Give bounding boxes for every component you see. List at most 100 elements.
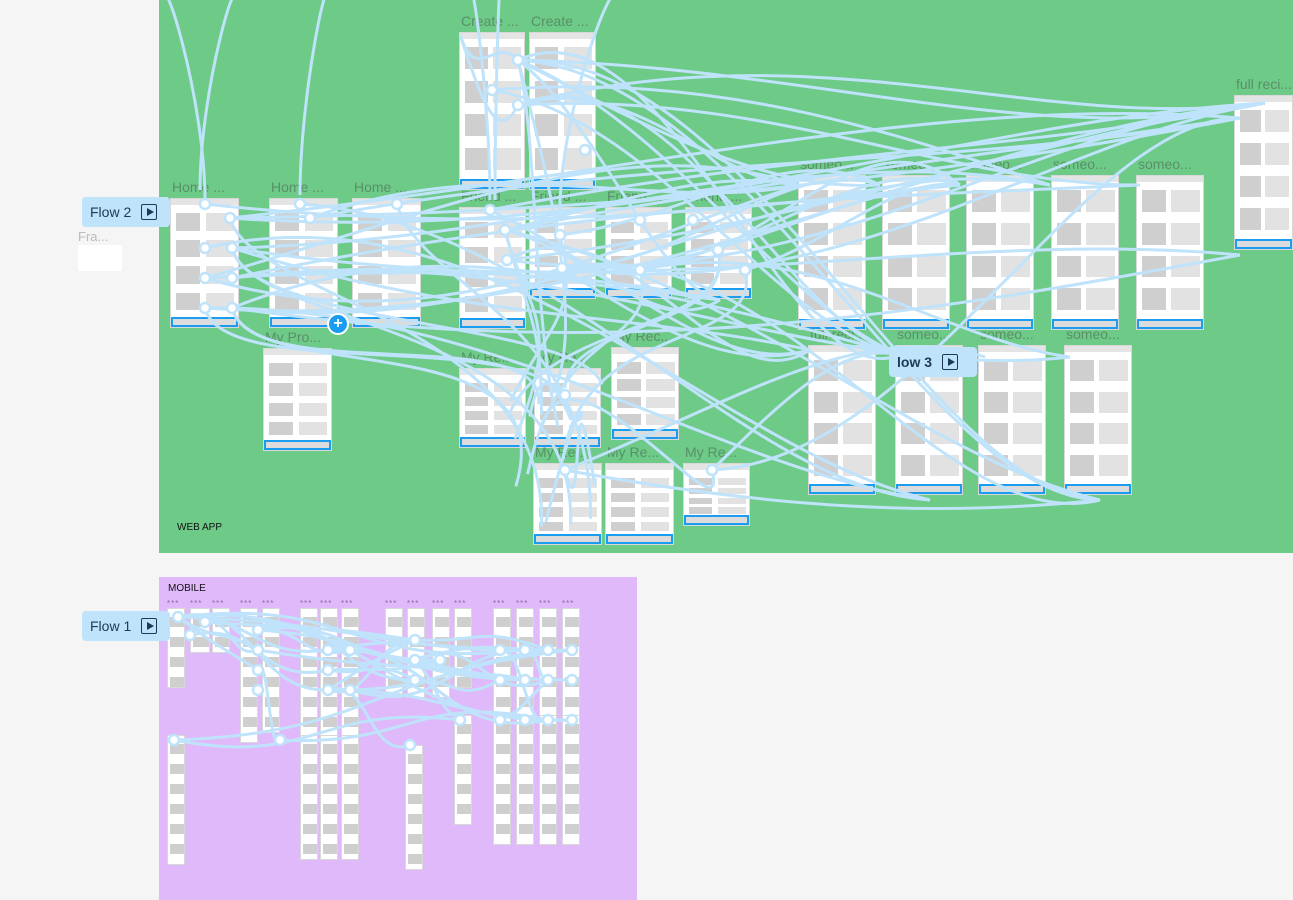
frame-title: Friend ... (687, 188, 743, 204)
frame-title: *** (539, 599, 552, 608)
frame-full-recipe[interactable] (808, 345, 876, 495)
frame-title: Friend ... (531, 188, 587, 204)
mobile-frame[interactable] (167, 735, 185, 865)
mobile-frame[interactable] (240, 608, 258, 743)
frame-my-recipes[interactable] (683, 463, 750, 526)
frame-my-recipes[interactable] (533, 463, 602, 545)
frame-home[interactable] (170, 198, 239, 328)
flow-label: Flow 2 (90, 204, 132, 220)
frame-title: *** (262, 599, 275, 608)
flow-3-badge[interactable]: low 3 (889, 347, 977, 377)
frame-someone[interactable] (798, 175, 866, 330)
frame-my-rec[interactable] (611, 347, 679, 440)
frame-create[interactable] (459, 32, 525, 190)
frame-title: *** (385, 599, 398, 608)
play-flow-icon[interactable] (141, 618, 158, 634)
frame-someone[interactable] (1051, 175, 1119, 330)
frame-title: *** (407, 599, 420, 608)
frame-title: someo... (1053, 156, 1107, 172)
frame-title: My Rec... (613, 328, 673, 344)
mobile-frame[interactable] (454, 608, 472, 688)
mobile-frame[interactable] (562, 715, 580, 845)
mobile-frame[interactable] (539, 715, 557, 845)
frame-title: Friend ... (607, 188, 663, 204)
frame-someone[interactable] (966, 175, 1034, 330)
section-label-mobile: MOBILE (168, 583, 206, 594)
mobile-frame[interactable] (405, 745, 423, 870)
frame-title: *** (432, 599, 445, 608)
frame-title: *** (190, 599, 203, 608)
frame-home[interactable] (352, 198, 421, 328)
mobile-frame[interactable] (407, 608, 425, 698)
frame-friend[interactable] (685, 207, 752, 299)
mobile-frame[interactable] (341, 735, 359, 860)
frame-title: Friend ... (461, 188, 517, 204)
flow-label: Flow 1 (90, 618, 132, 634)
frame-title: full reci... (810, 326, 867, 342)
frame-title: someo... (1138, 156, 1192, 172)
frame-friend[interactable] (605, 207, 672, 299)
mobile-frame[interactable] (341, 608, 359, 738)
frame-title: someo... (968, 156, 1022, 172)
add-connection-button[interactable]: + (327, 313, 349, 335)
flow-1-badge[interactable]: Flow 1 (82, 611, 170, 641)
mobile-frame[interactable] (300, 735, 318, 860)
frame-title: *** (212, 599, 225, 608)
frame-title: *** (562, 599, 575, 608)
frame-my-recipes[interactable] (605, 463, 674, 545)
frame-full-recipe[interactable] (1234, 95, 1293, 250)
flow-label: low 3 (897, 354, 933, 370)
frame-title: someo... (800, 156, 854, 172)
frame-title: My Re... (536, 349, 589, 365)
frame-title: My Re... (535, 444, 588, 460)
play-flow-icon[interactable] (942, 354, 959, 370)
frame-title: *** (493, 599, 506, 608)
frame-home[interactable] (269, 198, 338, 328)
frame-title: *** (454, 599, 467, 608)
frame-title: someo... (884, 156, 938, 172)
frame-friend[interactable] (529, 207, 596, 299)
frame-someone[interactable] (1064, 345, 1132, 495)
frame-title: Home ... (354, 179, 407, 195)
frame-create[interactable] (529, 32, 596, 190)
mobile-frame[interactable] (262, 608, 280, 733)
frame-title: *** (300, 599, 313, 608)
frame-title: Home ... (271, 179, 324, 195)
mobile-frame[interactable] (516, 715, 534, 845)
flow-2-badge[interactable]: Flow 2 (82, 197, 170, 227)
frame-someone[interactable] (882, 175, 950, 330)
frame-title: *** (516, 599, 529, 608)
frame-fra[interactable] (78, 245, 122, 271)
mobile-frame[interactable] (493, 715, 511, 845)
mobile-frame[interactable] (212, 608, 230, 653)
frame-title: someo... (1066, 326, 1120, 342)
frame-title: *** (341, 599, 354, 608)
play-flow-icon[interactable] (141, 204, 158, 220)
frame-someone[interactable] (1136, 175, 1204, 330)
frame-title: My Re... (607, 444, 660, 460)
frame-title: Create ... (461, 13, 519, 29)
frame-my-profile[interactable] (263, 348, 332, 451)
frame-title: *** (167, 599, 180, 608)
frame-title: someo... (897, 326, 951, 342)
frame-title: My Re... (461, 349, 514, 365)
frame-title: Create ... (531, 13, 589, 29)
mobile-frame[interactable] (190, 608, 210, 653)
mobile-frame[interactable] (320, 608, 338, 738)
mobile-frame[interactable] (454, 715, 472, 825)
frame-title: My Pro... (265, 329, 322, 345)
frame-title: full reci... (1236, 76, 1293, 92)
frame-friend[interactable] (459, 207, 526, 329)
frame-title: My Re... (685, 444, 738, 460)
frame-my-recipes[interactable] (459, 368, 526, 448)
frame-my-recipes[interactable] (534, 368, 601, 448)
frame-title: *** (240, 599, 253, 608)
frame-someone[interactable] (978, 345, 1046, 495)
mobile-frame[interactable] (385, 608, 403, 698)
mobile-frame[interactable] (432, 608, 450, 698)
frame-title-fra: Fra... (78, 229, 109, 244)
section-label-web: WEB APP (177, 522, 223, 533)
frame-title: Home ... (172, 179, 225, 195)
frame-title: someo... (980, 326, 1034, 342)
mobile-frame[interactable] (320, 735, 338, 860)
